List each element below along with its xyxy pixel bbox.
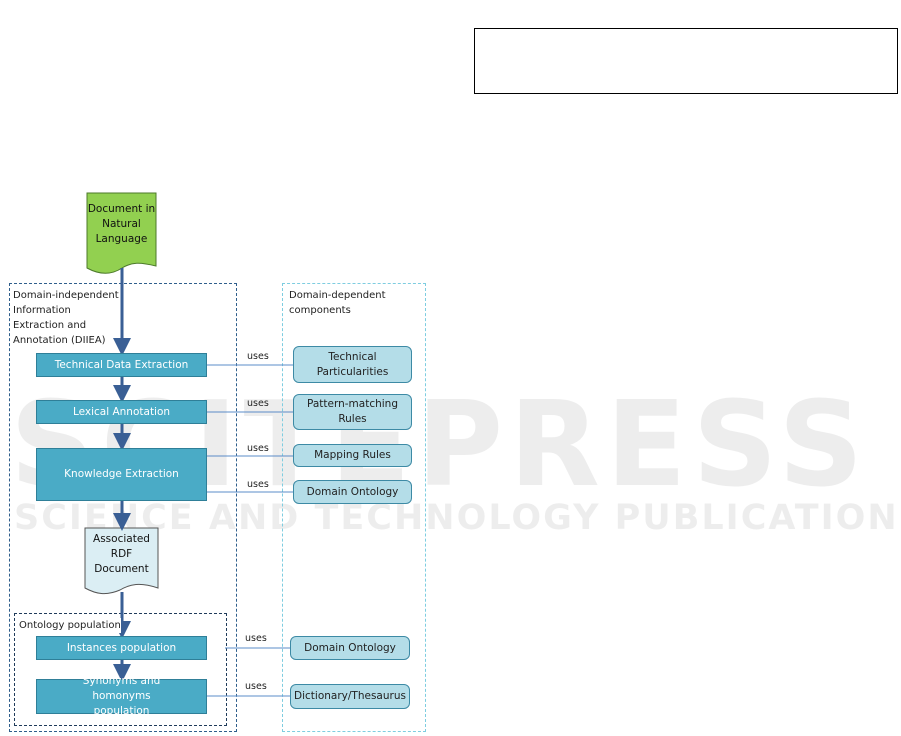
step-technical-data-extraction: Technical Data Extraction bbox=[36, 353, 207, 377]
empty-frame bbox=[474, 28, 898, 94]
component-mapping-rules: Mapping Rules bbox=[293, 444, 412, 467]
input-document: Document in Natural Language bbox=[87, 203, 156, 245]
rdf-document: Associated RDF Document bbox=[93, 533, 150, 575]
diiea-label: Domain-independent Information Extractio… bbox=[13, 290, 119, 346]
domain-dependent-label: Domain-dependent components bbox=[289, 290, 386, 316]
uses-lines bbox=[207, 364, 293, 697]
step-synonyms-population: Synonyms and homonyms population bbox=[36, 675, 207, 717]
input-document-shape bbox=[86, 192, 157, 274]
step-instances-population: Instances population bbox=[36, 636, 207, 660]
component-technical-particularities: Technical Particularities bbox=[293, 346, 412, 383]
uses-label: uses bbox=[247, 479, 269, 490]
uses-label: uses bbox=[247, 398, 269, 409]
component-domain-ontology-2: Domain Ontology bbox=[290, 636, 410, 660]
uses-label: uses bbox=[247, 351, 269, 362]
ontology-population-label: Ontology population bbox=[19, 618, 121, 633]
component-pattern-matching-rules: Pattern-matching Rules bbox=[293, 394, 412, 430]
domain-dependent-container bbox=[282, 283, 426, 732]
rdf-document-shape bbox=[84, 527, 159, 595]
uses-label: uses bbox=[247, 443, 269, 454]
step-knowledge-extraction: Knowledge Extraction bbox=[36, 448, 207, 501]
step-lexical-annotation: Lexical Annotation bbox=[36, 400, 207, 424]
component-dictionary-thesaurus: Dictionary/Thesaurus bbox=[290, 684, 410, 709]
uses-label: uses bbox=[245, 633, 267, 644]
uses-label: uses bbox=[245, 681, 267, 692]
component-domain-ontology: Domain Ontology bbox=[293, 480, 412, 504]
watermark-subtitle: SCIENCE AND TECHNOLOGY PUBLICATIONS bbox=[14, 498, 901, 538]
